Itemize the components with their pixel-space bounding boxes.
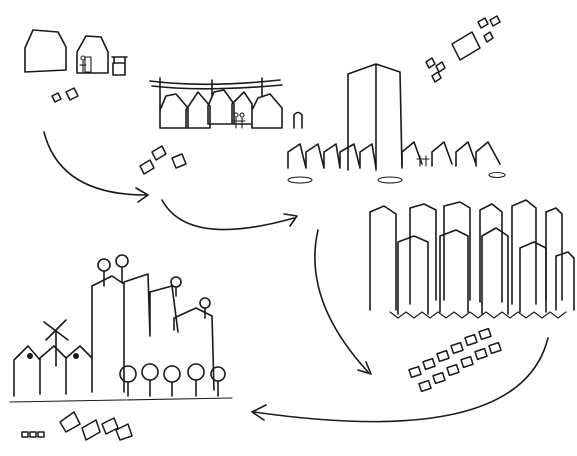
panel-s3 [425,57,436,69]
panel-2c [171,153,187,169]
panel-s5 [431,71,442,83]
arrow-4-5 [253,337,549,423]
street-crowd [389,311,567,319]
stone-3 [488,171,506,179]
stage-1-houses [24,29,128,103]
arrow-1-2 [43,131,147,196]
house-a [24,29,67,73]
panel-2a [139,159,155,175]
panel-grid [408,327,502,393]
well [111,56,128,76]
windmill [43,319,69,367]
mailbox [293,111,303,129]
panel-1b [65,87,79,101]
power-line-1 [149,79,283,90]
green-towers [91,273,215,393]
stone-1 [287,176,313,184]
tower-people [416,155,430,167]
panel-s2 [489,15,501,27]
tall-tower [347,63,403,171]
stage-4-skyscrapers [369,199,575,393]
trees [119,363,226,397]
stage-2-village [139,77,303,175]
person-1 [79,60,87,73]
arrow-2-3 [161,199,295,231]
row-houses-right [401,141,501,167]
row-houses-left [287,143,377,169]
green-street [9,397,233,403]
arrows [43,131,549,423]
stage-5-green-city [9,254,233,441]
village-people [232,117,246,129]
village-houses [159,89,283,129]
panel-s1 [477,17,489,29]
skyscraper-front-row [397,227,575,315]
arrow-3-4 [314,229,369,373]
house-b [76,35,109,74]
green-houses [13,345,93,397]
panel-s4 [435,61,446,73]
panel-s6 [483,31,494,43]
stage-3-tower [287,15,506,184]
wind-turbines [43,254,211,367]
skyscraper-back-row [369,199,563,311]
panel-big [451,31,481,61]
green-panels [21,411,133,441]
stone-2 [377,176,403,184]
panel-2b [151,145,167,161]
panel-1a [51,92,62,103]
